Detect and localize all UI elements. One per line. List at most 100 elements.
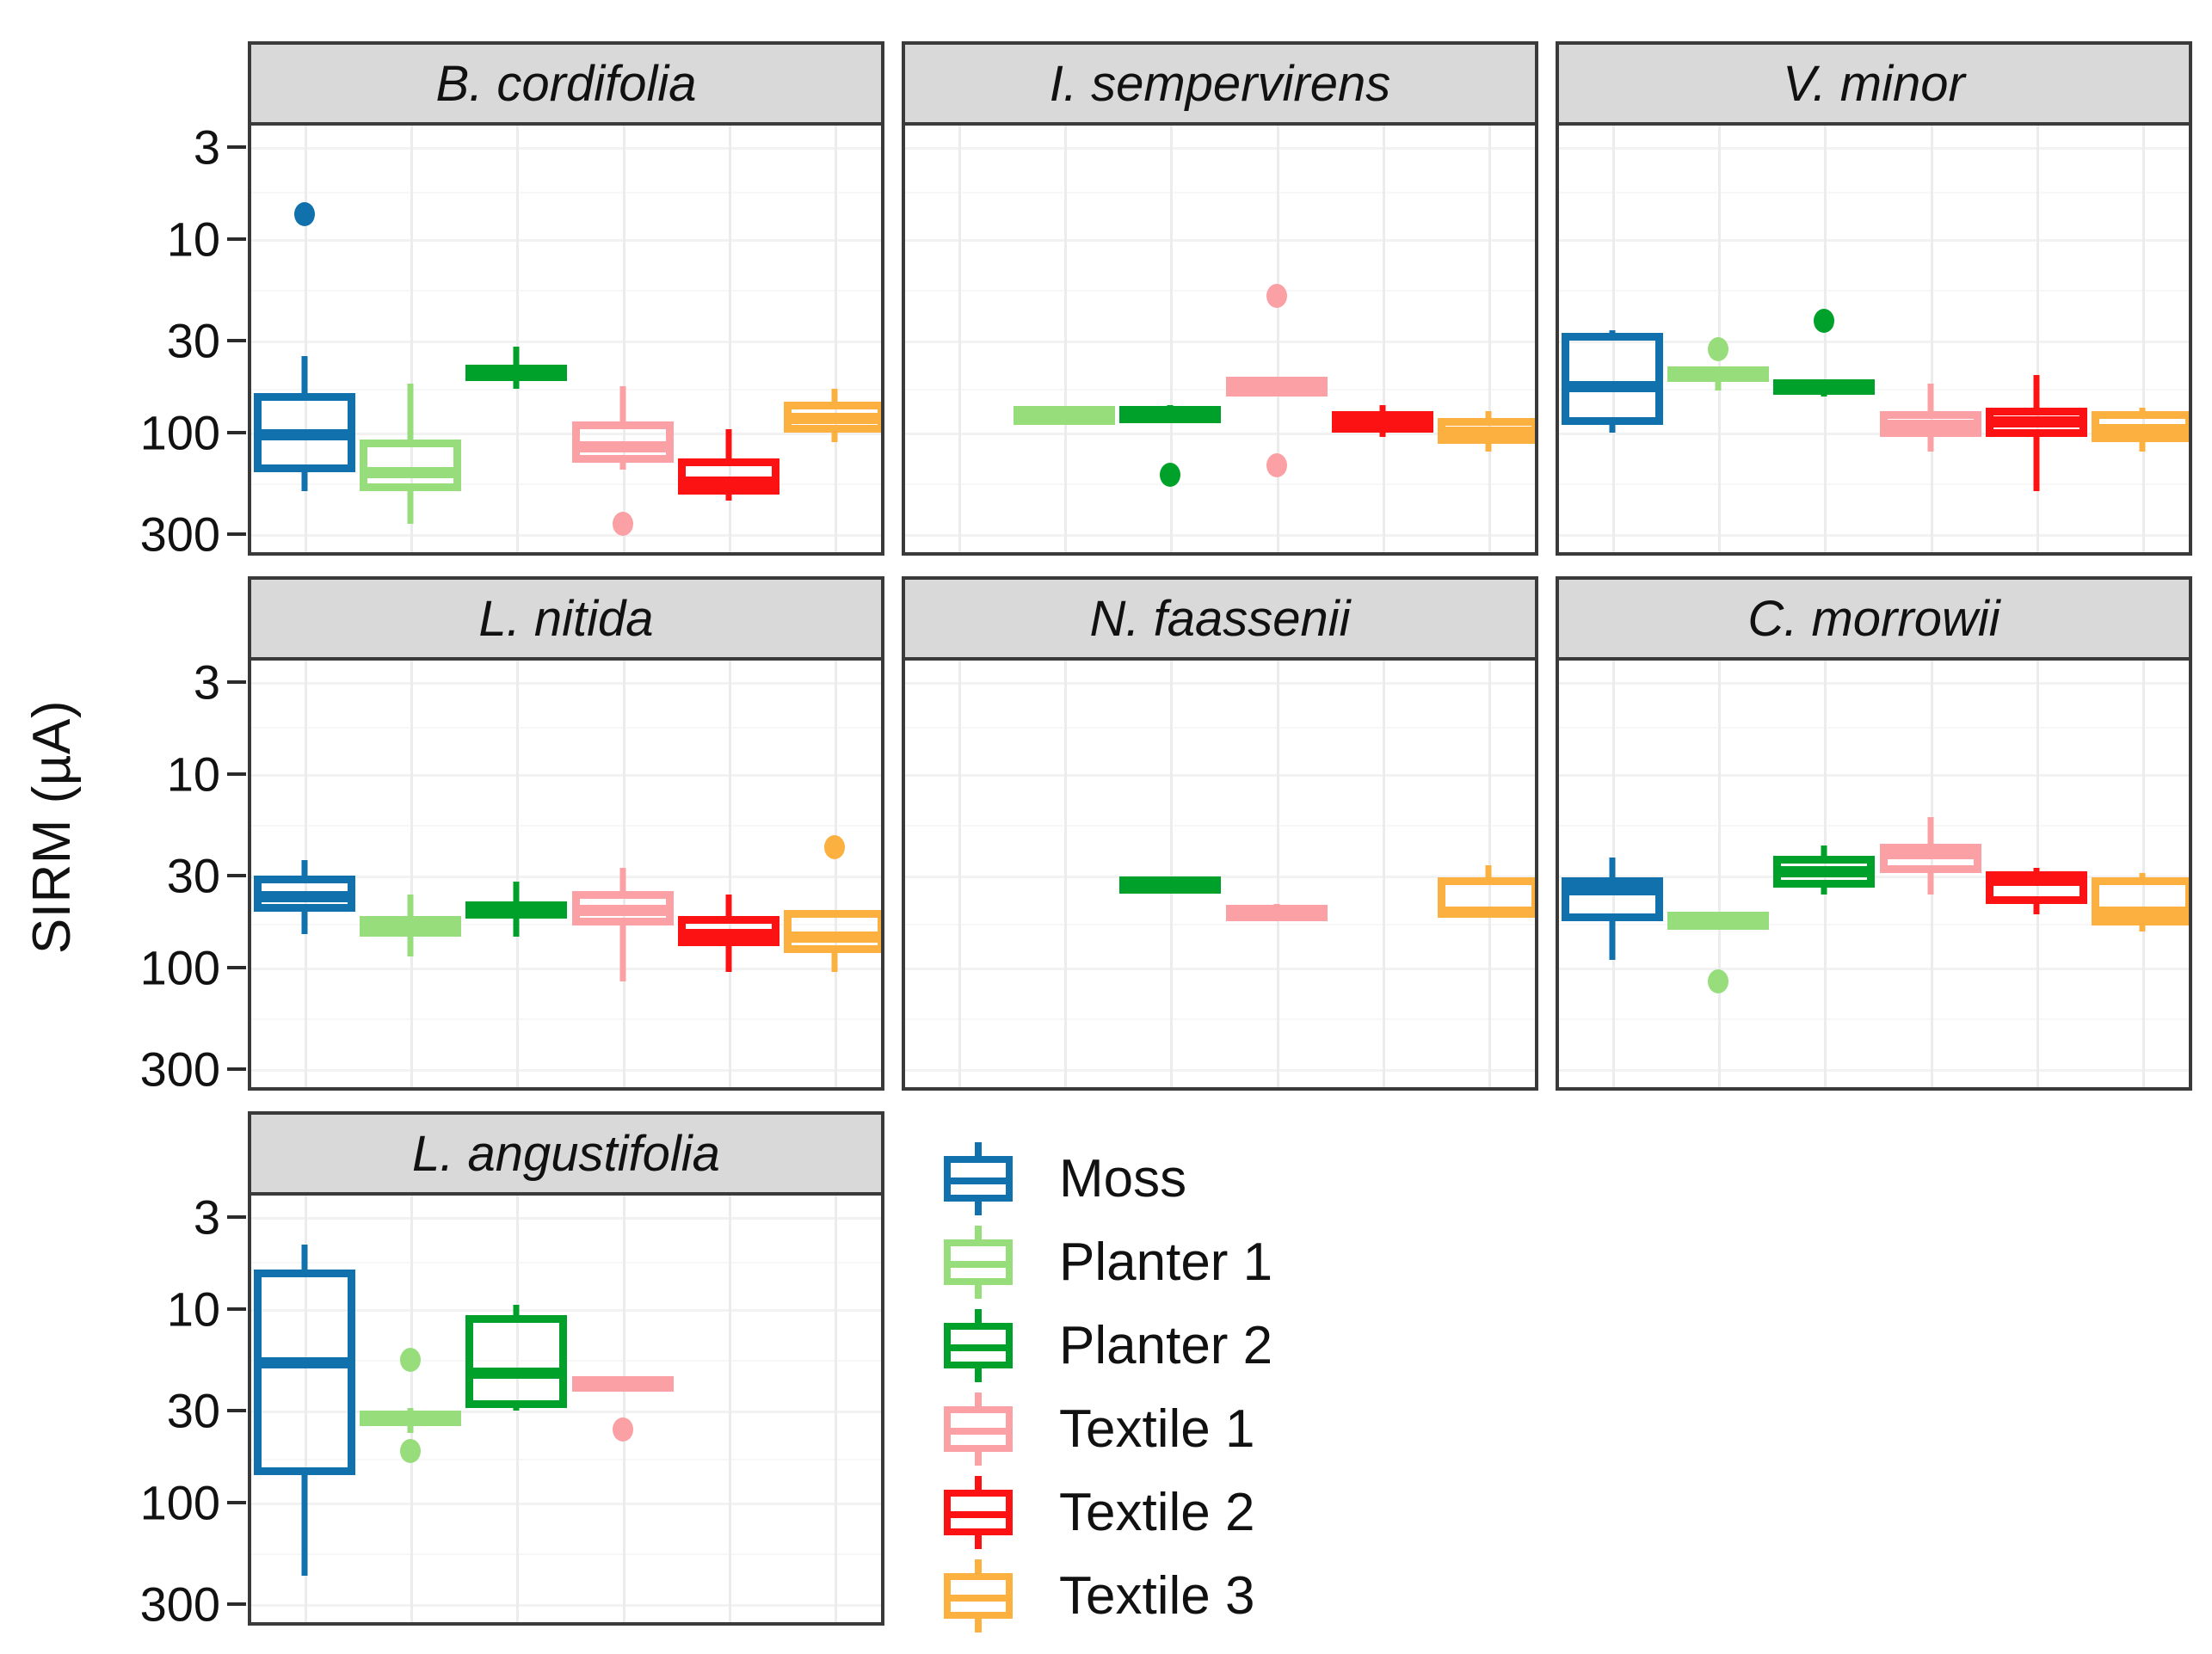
- gridline-horizontal-major: [905, 341, 1535, 343]
- boxplot-textile3: [1559, 126, 2189, 552]
- whisker-upper: [1927, 383, 1934, 411]
- boxplot-textile3: [251, 126, 881, 552]
- whisker-lower: [1927, 872, 1934, 895]
- median-line: [360, 466, 461, 478]
- whisker-lower: [407, 1425, 414, 1433]
- boxplot-planter2: [251, 126, 881, 552]
- whisker-upper: [1485, 410, 1492, 418]
- legend-key-boxplot-icon: [933, 1387, 1023, 1471]
- whisker-upper: [1609, 329, 1616, 333]
- whisker-upper: [619, 867, 626, 891]
- boxplot-textile2: [1559, 126, 2189, 552]
- legend-item-textile-3[interactable]: Textile 3: [933, 1554, 1272, 1638]
- boxplot-textile1: [251, 1196, 881, 1622]
- gridline-horizontal-major: [1559, 433, 2189, 436]
- y-axis-tick-label: 300: [139, 1577, 220, 1632]
- median-line: [1014, 407, 1115, 419]
- whisker-lower: [725, 495, 732, 501]
- legend-item-moss[interactable]: Moss: [933, 1137, 1272, 1221]
- gridline-horizontal-major: [905, 534, 1535, 538]
- y-axis-tick-label: 3: [193, 1190, 220, 1245]
- median-line: [1667, 367, 1769, 379]
- gridline-horizontal-major: [251, 774, 881, 778]
- y-axis-tick-label: 100: [139, 940, 220, 995]
- gridline-horizontal-minor: [905, 1018, 1535, 1020]
- median-line: [1438, 907, 1535, 919]
- gridline-horizontal-minor: [905, 923, 1535, 925]
- whisker-lower: [1821, 887, 1827, 895]
- gridline-vertical: [622, 126, 625, 552]
- gridline-vertical: [835, 1196, 838, 1622]
- legend-item-planter-2[interactable]: Planter 2: [933, 1304, 1272, 1387]
- gridline-horizontal-minor: [905, 727, 1535, 729]
- facet-title-text: L. nitida: [478, 590, 654, 647]
- facet-panel-l-angustifolia: L. angustifolia: [248, 1111, 884, 1626]
- gridline-vertical: [958, 126, 961, 552]
- y-axis-tick-label: 10: [166, 212, 220, 267]
- box-iqr: [1561, 876, 1663, 921]
- whisker-lower: [1609, 425, 1616, 433]
- gridline-vertical: [2036, 126, 2039, 552]
- y-axis-tick-mark: [227, 1501, 246, 1505]
- gridline-vertical: [410, 661, 413, 1087]
- y-axis-tick-mark: [227, 237, 246, 242]
- whisker-upper: [301, 1245, 308, 1270]
- gridline-vertical: [729, 1196, 731, 1622]
- whisker-upper: [1821, 845, 1827, 856]
- median-line: [465, 905, 568, 917]
- whisker-lower: [513, 381, 520, 389]
- boxplot-textile1: [1559, 126, 2189, 552]
- gridline-horizontal-major: [1559, 1069, 2189, 1073]
- median-line: [1561, 380, 1663, 392]
- median-line: [253, 429, 355, 441]
- legend-key-boxplot-icon: [933, 1554, 1023, 1638]
- median-line: [1225, 904, 1328, 916]
- facet-panel-c-morrowii: C. morrowii: [1556, 576, 2192, 1091]
- gridline-vertical: [835, 661, 838, 1087]
- y-axis-tick-mark: [227, 431, 246, 435]
- boxplot-moss: [251, 1196, 881, 1622]
- whisker-upper: [2033, 867, 2040, 872]
- facet-panel-v-minor: V. minor: [1556, 41, 2192, 556]
- y-axis-tick-mark: [227, 1214, 246, 1219]
- gridline-horizontal-major: [251, 1604, 881, 1608]
- gridline-horizontal-minor: [1559, 727, 2189, 729]
- plot-area: [1556, 661, 2192, 1091]
- gridline-horizontal-minor: [251, 388, 881, 390]
- gridline-vertical: [729, 126, 731, 552]
- median-line: [360, 1412, 461, 1424]
- legend-item-textile-2[interactable]: Textile 2: [933, 1471, 1272, 1554]
- gridline-vertical: [1170, 661, 1174, 1087]
- legend-item-textile-1[interactable]: Textile 1: [933, 1387, 1272, 1471]
- outlier-point: [612, 1417, 633, 1442]
- legend-key-boxplot-icon: [933, 1304, 1023, 1387]
- gridline-horizontal-major: [251, 1309, 881, 1313]
- facet-title-text: N. faassenii: [1089, 590, 1351, 647]
- gridline-horizontal-major: [251, 341, 881, 343]
- gridline-vertical: [1383, 126, 1385, 552]
- facet-title-text: C. morrowii: [1747, 590, 2000, 647]
- y-axis-tick-mark: [227, 966, 246, 970]
- outlier-point: [1814, 308, 1835, 333]
- y-axis-tick-label: 30: [166, 848, 220, 903]
- legend-item-label: Textile 2: [1059, 1483, 1255, 1542]
- boxplot-moss: [251, 126, 881, 552]
- gridline-vertical: [835, 126, 838, 552]
- gridline-horizontal-major: [1559, 239, 2189, 243]
- outlier-point: [1708, 337, 1728, 362]
- whisker-lower: [1379, 433, 1386, 438]
- legend-item-planter-1[interactable]: Planter 1: [933, 1221, 1272, 1304]
- median-line: [1879, 420, 1981, 432]
- facet-strip-label: C. morrowii: [1556, 576, 2192, 661]
- outlier-point: [1160, 462, 1181, 487]
- median-line: [1773, 866, 1876, 878]
- median-line: [571, 441, 674, 453]
- whisker-lower: [513, 1407, 520, 1411]
- facet-title-text: I. sempervirens: [1049, 55, 1391, 112]
- gridline-horizontal-major: [251, 146, 881, 150]
- boxplot-planter1: [251, 661, 881, 1087]
- whisker-lower: [301, 1474, 308, 1577]
- y-axis-tick-mark: [227, 532, 246, 537]
- box-iqr: [465, 1315, 568, 1408]
- facet-strip-label: V. minor: [1556, 41, 2192, 126]
